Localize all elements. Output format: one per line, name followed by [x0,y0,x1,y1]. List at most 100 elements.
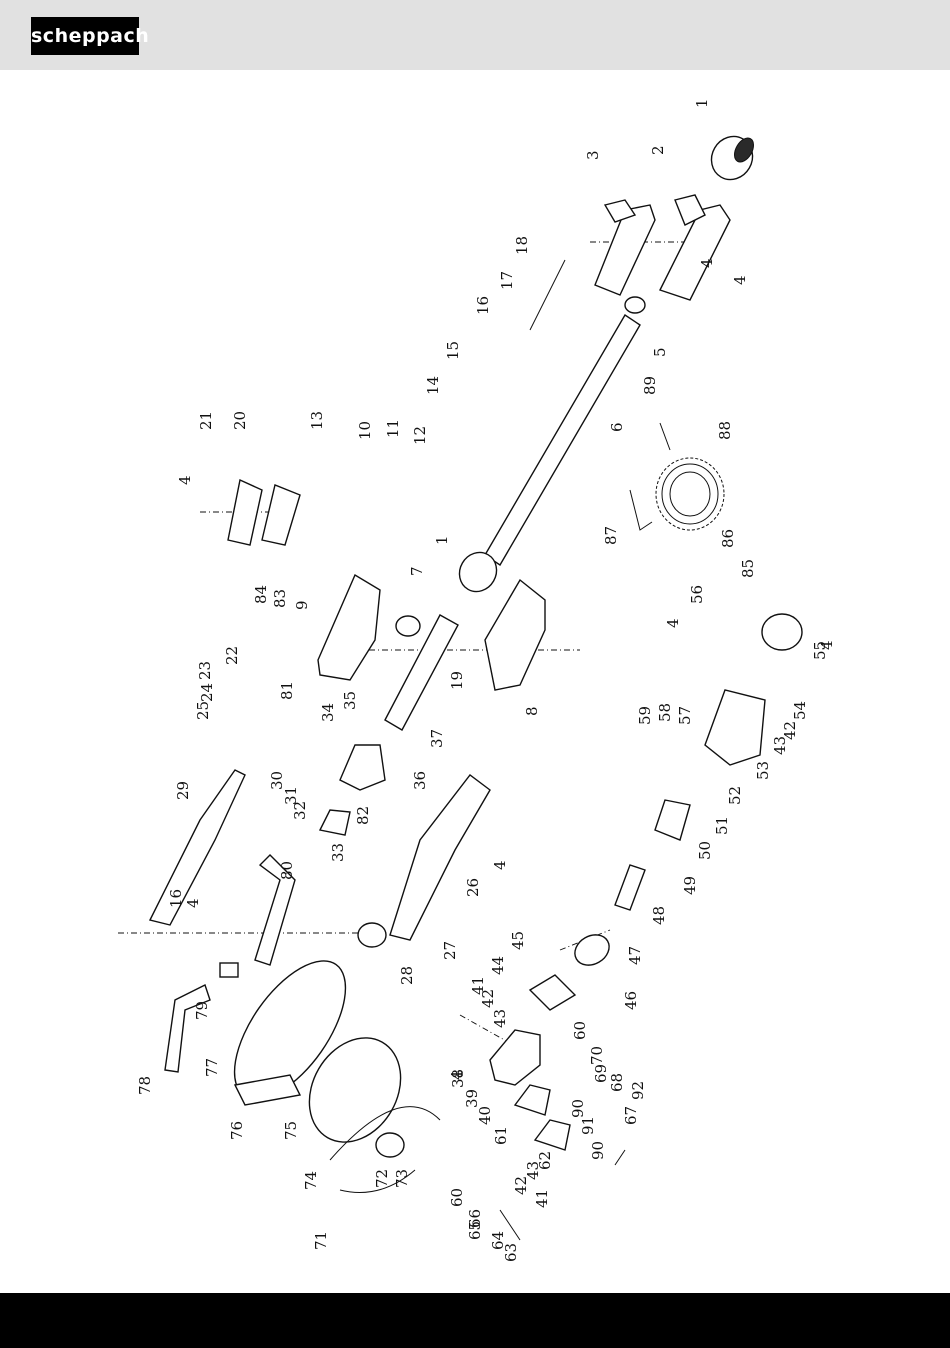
axis-line [459,1014,541,1061]
part-connector-79 [219,962,239,978]
part-number-label: 4 [176,475,194,485]
part-number-label: 64 [489,1231,507,1250]
part-number-label: 6 [608,422,626,432]
part-number-label: 28 [398,966,416,985]
part-number-label: 19 [448,671,466,690]
part-housing-8 [484,578,546,691]
part-number-label: 86 [719,529,737,548]
part-brush-74 [329,1106,441,1161]
part-number-label: 7 [408,566,426,576]
part-motor-housing-53 [704,689,766,766]
part-number-label: 18 [513,236,531,255]
part-number-label: 59 [636,706,654,725]
part-number-label: 22 [223,646,241,665]
part-number-label: 52 [726,786,744,805]
part-number-label: 4 [448,1070,466,1080]
part-number-label: 4 [818,640,836,650]
part-number-label: 54 [791,701,809,720]
part-number-label: 76 [228,1121,246,1140]
part-number-label: 31 [282,786,300,805]
part-number-label: 16 [167,889,185,908]
part-number-label: 88 [716,421,734,440]
part-number-label: 17 [498,271,516,290]
part-number-label: 36 [411,771,429,790]
part-number-label: 60 [448,1188,466,1207]
part-62 [533,1119,571,1151]
part-number-label: 74 [302,1171,320,1190]
part-number-label: 62 [536,1151,554,1170]
part-handle-3 [594,199,656,296]
part-number-label: 41 [469,976,487,995]
part-number-label: 1 [433,535,451,545]
part-pad-72 [375,1132,405,1158]
part-number-label: 51 [713,816,731,835]
exploded-parts-diagram [118,135,803,1241]
part-number-label: 58 [656,703,674,722]
part-number-label: 77 [203,1058,221,1077]
part-shaft-48 [614,864,646,911]
part-number-label: 48 [650,906,668,925]
part-tube-19 [384,614,459,731]
part-number-label: 53 [754,761,772,780]
part-number-label: 70 [588,1046,606,1065]
part-number-label: 82 [354,806,372,825]
part-gearbox-35 [339,744,386,791]
header-bar: scheppach [0,0,950,70]
part-cap [624,296,646,314]
part-ring-46 [574,934,610,966]
part-number-label: 72 [373,1169,391,1188]
part-knob-28 [357,922,387,948]
part-number-label: 44 [489,956,507,975]
part-number-label: 79 [193,1001,211,1020]
part-number-label: 47 [626,946,644,965]
part-number-label: 13 [308,411,326,430]
part-plug [395,615,421,637]
part-number-label: 1 [693,98,711,108]
part-gear-housing [489,1029,541,1086]
part-number-label: 9 [293,600,311,610]
part-number-label: 84 [252,585,270,604]
part-cap-55 [761,613,803,651]
part-number-label: 29 [174,781,192,800]
part-number-label: 33 [329,843,347,862]
part-number-label: 45 [509,931,527,950]
part-number-label: 3 [584,150,602,160]
part-number-label: 63 [502,1243,520,1262]
part-number-label: 46 [622,991,640,1010]
part-number-label: 92 [629,1081,647,1100]
part-number-label: 43 [491,1009,509,1028]
brand-logo: scheppach [31,17,149,55]
part-number-label: 37 [428,729,446,748]
part-number-label: 21 [197,411,215,430]
part-armature-50 [654,799,691,841]
part-number-label: 20 [231,411,249,430]
part-number-label: 42 [479,989,497,1008]
part-number-label: 69 [592,1064,610,1083]
part-number-label: 90 [569,1099,587,1118]
part-arm-29 [148,769,246,926]
part-number-label: 15 [444,341,462,360]
part-number-label: 38 [449,1069,467,1088]
part-number-label: 50 [696,841,714,860]
part-number-label: 8 [523,706,541,716]
part-housing-9 [317,573,381,681]
part-number-label: 4 [731,275,749,285]
part-number-label: 4 [664,618,682,628]
part-number-label: 68 [608,1073,626,1092]
part-number-label: 66 [466,1209,484,1228]
part-number-label: 65 [466,1221,484,1240]
part-knob [710,135,754,181]
part-cord [529,259,566,331]
part-number-label: 73 [393,1169,411,1188]
part-number-label: 30 [268,771,286,790]
part-number-label: 42 [781,721,799,740]
part-pin-89 [659,422,671,451]
part-number-label: 56 [688,585,706,604]
part-gearbox-33 [318,809,351,836]
part-cover-21 [227,478,263,546]
part-number-label: 2 [649,145,667,155]
part-number-label: 27 [441,941,459,960]
part-number-label: 81 [278,681,296,700]
part-plate-45 [528,974,577,1011]
